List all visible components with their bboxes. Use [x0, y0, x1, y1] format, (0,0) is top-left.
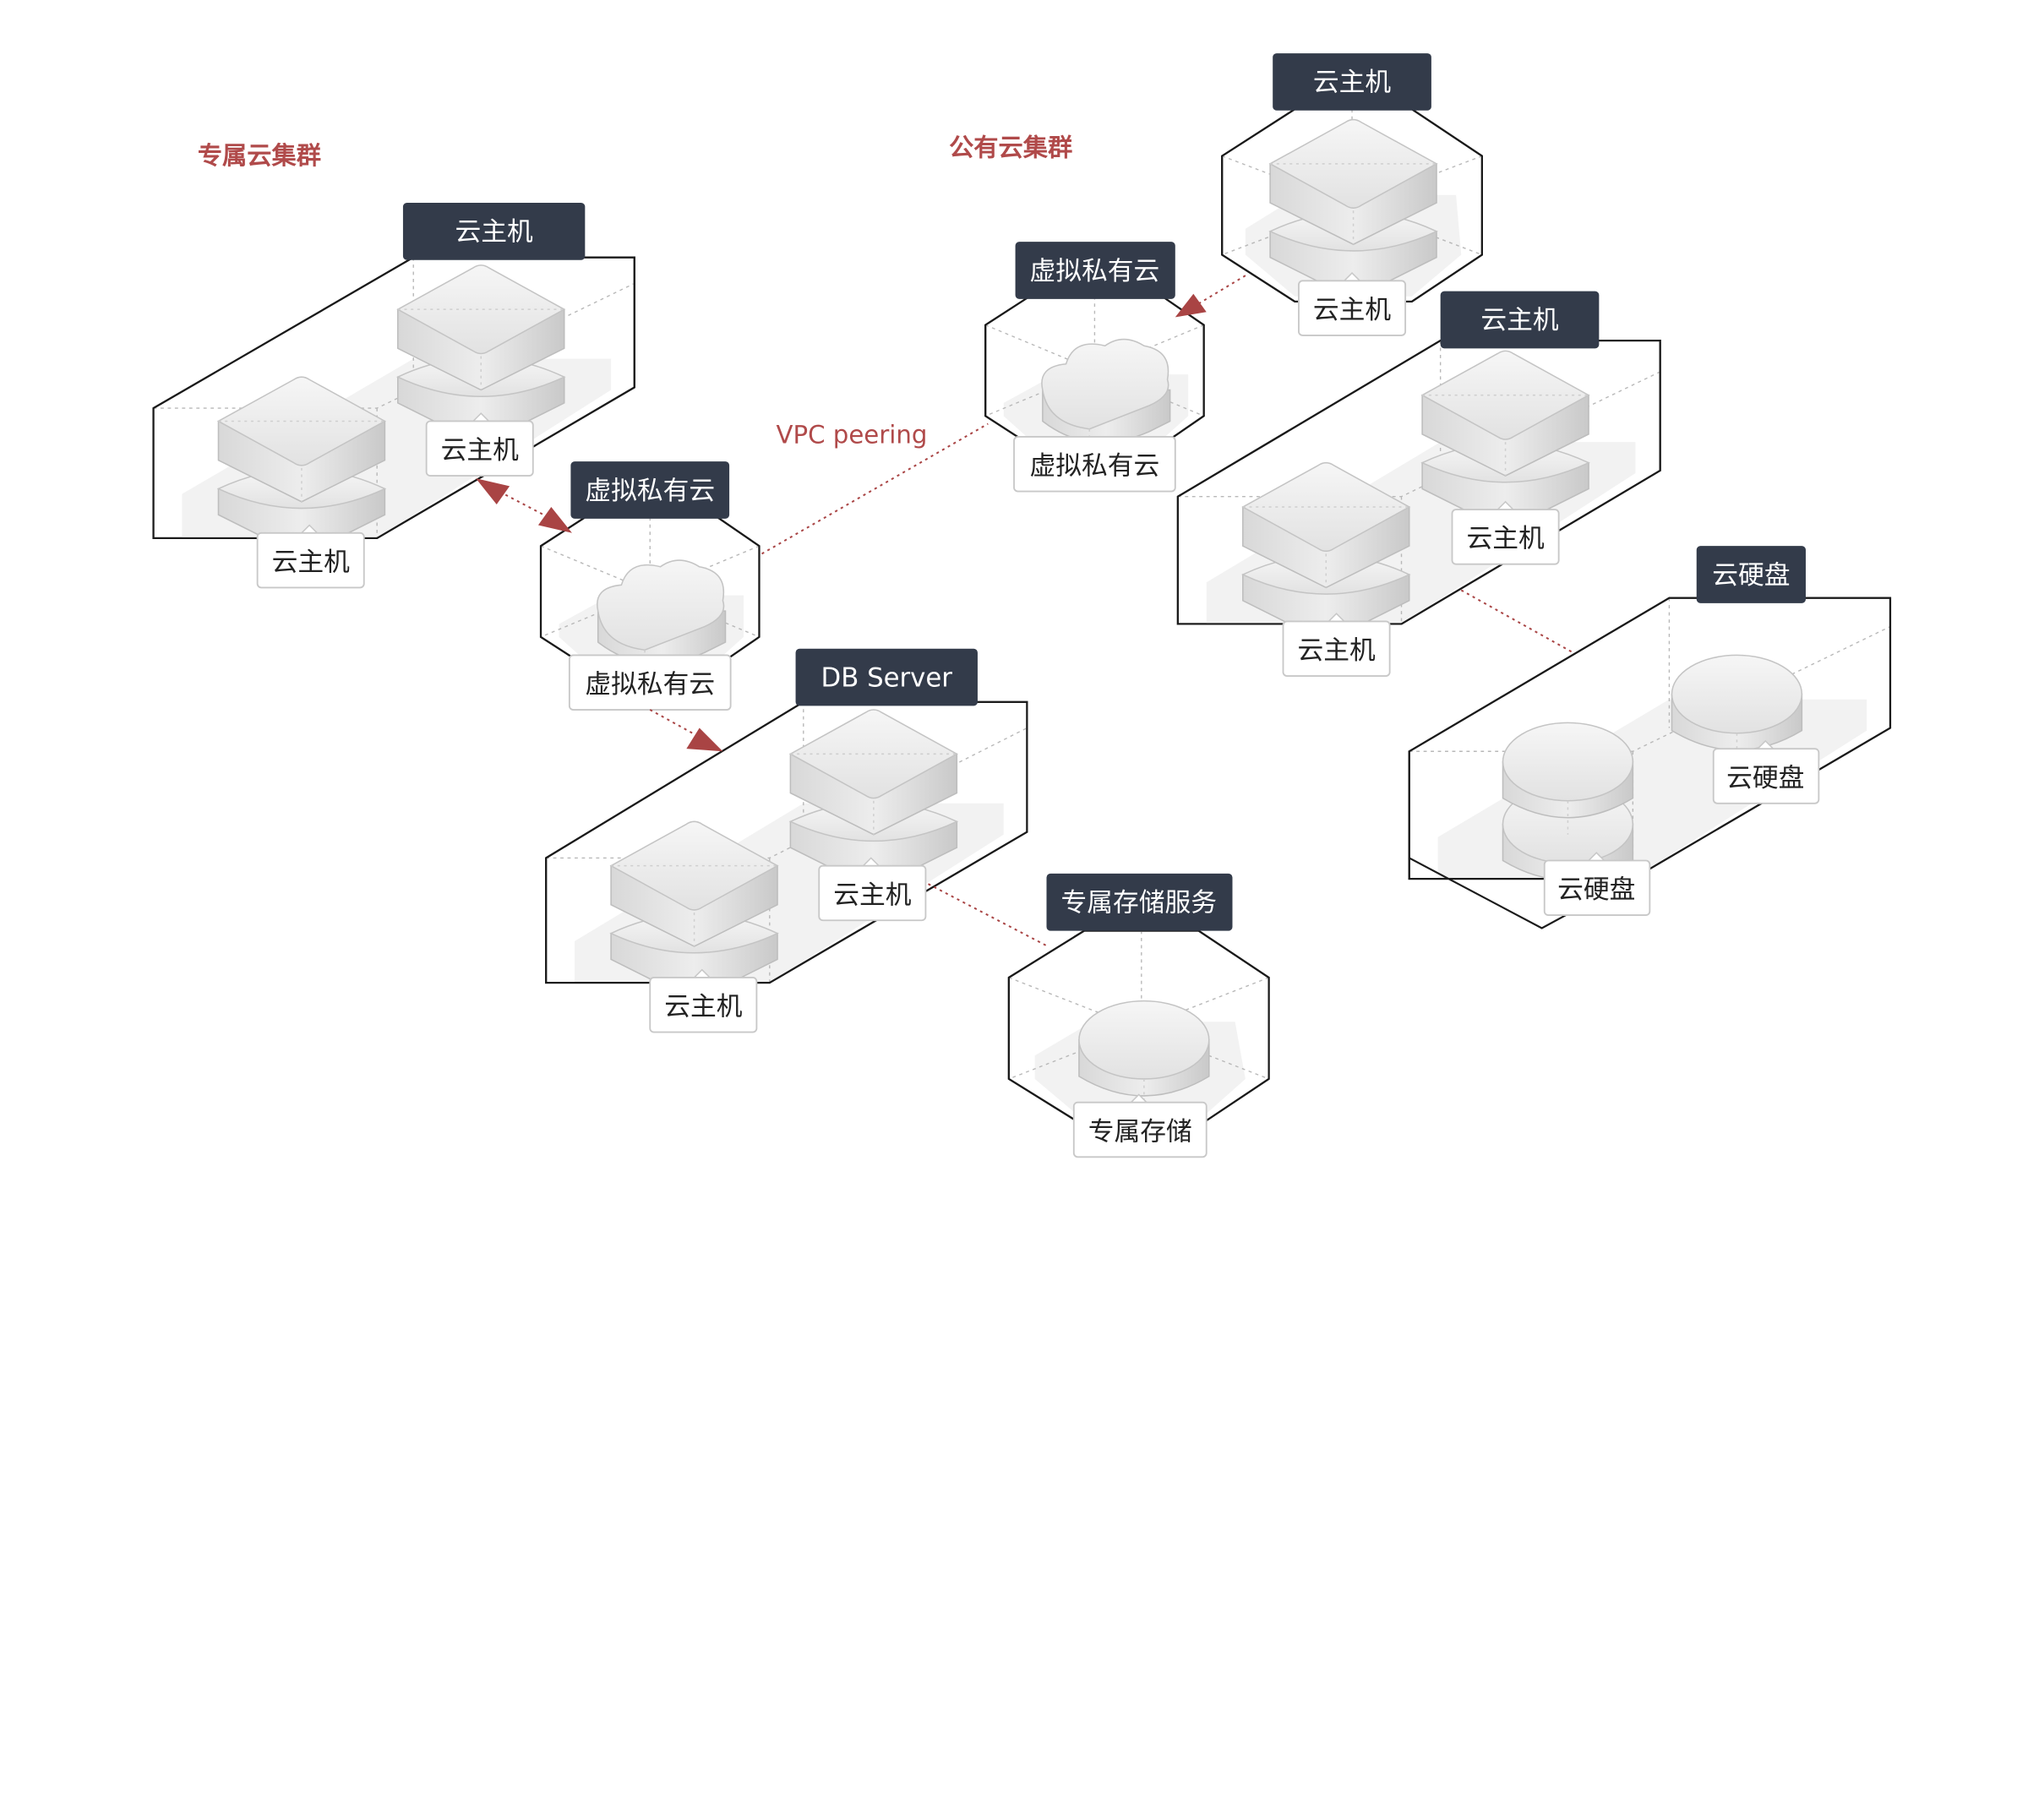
public-vm-single-group: 云主机 云主机	[1221, 53, 1483, 336]
svg-text:云主机: 云主机	[1313, 68, 1392, 98]
svg-text:云硬盘: 云硬盘	[1726, 763, 1804, 793]
dedicated-storage-group: 专属存储服务 专属存储	[1007, 873, 1270, 1158]
node-label: 虚拟私有云	[568, 654, 732, 711]
svg-text:云主机: 云主机	[272, 547, 351, 577]
group-header: 虚拟私有云	[570, 461, 730, 519]
svg-text:虚拟私有云: 虚拟私有云	[585, 669, 715, 700]
group-header: DB Server	[795, 648, 978, 706]
node-label: 云主机	[818, 857, 927, 922]
group-header: 专属存储服务	[1046, 873, 1233, 931]
public-vm-group: 云主机 云主机 云主机	[1176, 291, 1661, 677]
vpc-peering-label: VPC peering	[776, 421, 927, 450]
group-header: 虚拟私有云	[1015, 242, 1175, 299]
arrow-head	[1175, 293, 1207, 318]
svg-text:云主机: 云主机	[664, 992, 743, 1022]
node-label: 云主机	[425, 412, 534, 477]
dedicated-vpc-group: 虚拟私有云 虚拟私有云	[539, 461, 760, 711]
svg-text:云主机: 云主机	[1480, 305, 1559, 335]
connector-line	[649, 709, 703, 739]
group-header: 云主机	[1440, 291, 1600, 349]
svg-text:云主机: 云主机	[1466, 524, 1545, 554]
arrow-head	[537, 507, 572, 533]
svg-text:云主机: 云主机	[455, 217, 533, 248]
connectors: VPC peering	[476, 275, 1574, 947]
db-server-group: DB Server 云主机 云主机	[545, 648, 1028, 1033]
dedicated-vm-group: 云主机 云主机 云主机	[152, 203, 635, 589]
svg-text:虚拟私有云: 虚拟私有云	[1030, 256, 1160, 286]
arrow-head	[476, 478, 510, 504]
group-header: 云硬盘	[1696, 546, 1806, 603]
public-vpc-group: 虚拟私有云 虚拟私有云	[984, 242, 1205, 493]
node-label: 云硬盘	[1712, 739, 1820, 804]
connector-line	[1192, 275, 1246, 308]
svg-text:DB Server: DB Server	[821, 662, 953, 693]
svg-text:云主机: 云主机	[1297, 635, 1376, 666]
section-title-public: 公有云集群	[949, 134, 1072, 162]
connector-line	[928, 883, 1049, 947]
section-title-dedicated: 专属云集群	[198, 141, 321, 170]
svg-text:虚拟私有云: 虚拟私有云	[1030, 451, 1160, 482]
svg-text:云主机: 云主机	[833, 880, 911, 910]
node-label: 云主机	[1451, 500, 1560, 565]
connector-line	[761, 422, 989, 555]
node-label: 专属存储	[1072, 1093, 1208, 1158]
node-label: 虚拟私有云	[1013, 436, 1176, 493]
svg-text:云硬盘: 云硬盘	[1712, 560, 1790, 591]
cloud-disk-group: 云硬盘 云硬盘 云硬盘	[1408, 546, 1892, 929]
arrow-head	[686, 727, 723, 752]
group-header: 云主机	[1273, 53, 1431, 111]
svg-text:专属存储服务: 专属存储服务	[1060, 887, 1217, 918]
connector-line	[1460, 589, 1574, 654]
svg-text:云主机: 云主机	[1313, 295, 1392, 325]
node-label: 云主机	[649, 968, 758, 1033]
svg-text:虚拟私有云: 虚拟私有云	[585, 476, 715, 506]
node-label: 云主机	[1282, 613, 1391, 677]
node-label: 云硬盘	[1543, 852, 1651, 917]
group-header: 云主机	[402, 203, 586, 260]
diagram-svg: 专属云集群 公有云集群 云主机 云主机 云主机 虚	[152, 53, 1892, 1158]
node-label: 云主机	[1298, 271, 1407, 336]
svg-text:云主机: 云主机	[441, 435, 520, 466]
svg-text:专属存储: 专属存储	[1088, 1116, 1192, 1147]
node-label: 云主机	[256, 524, 365, 589]
svg-text:云硬盘: 云硬盘	[1557, 875, 1635, 905]
